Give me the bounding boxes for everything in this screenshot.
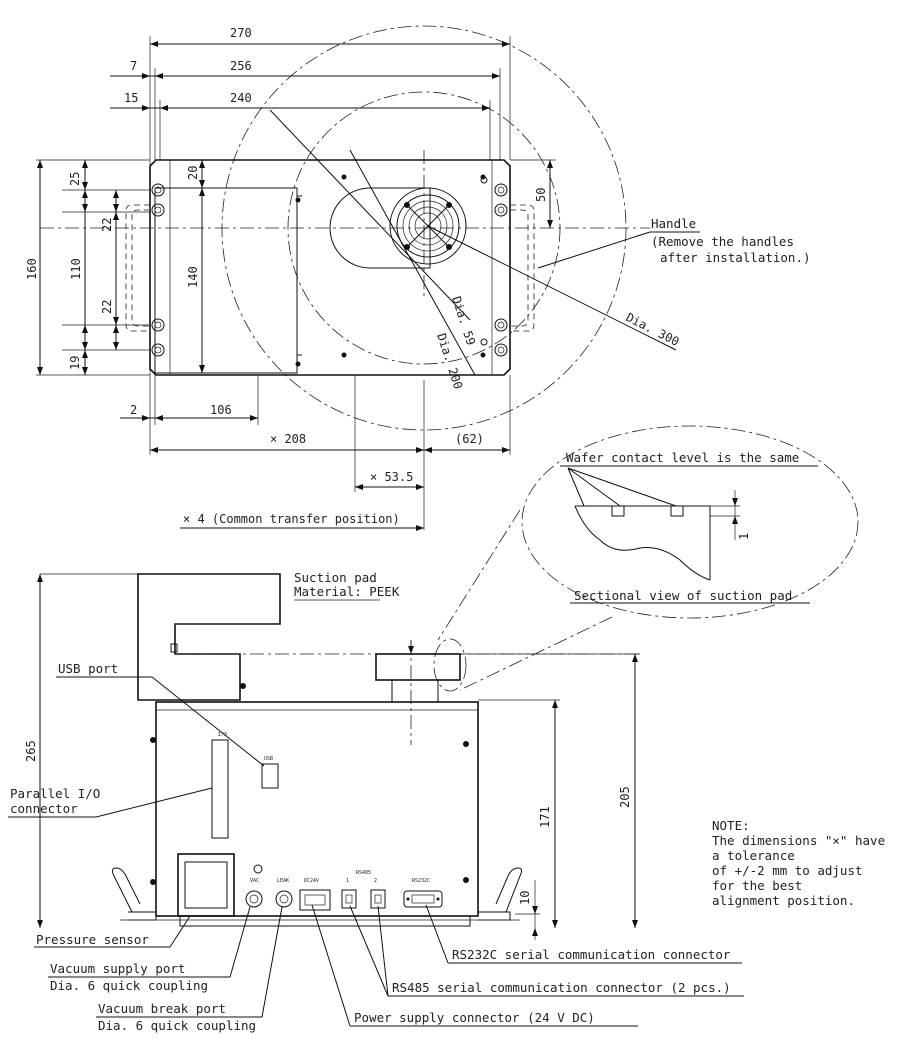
dim-20: 20 <box>186 166 200 180</box>
rs485-marking: RS485 <box>356 870 371 876</box>
handle-label: Handle <box>651 216 696 231</box>
vacuum-break-label: Vacuum break port <box>98 1001 226 1016</box>
top-plate <box>149 159 511 376</box>
dim-53-5: × 53.5 <box>370 470 413 484</box>
dim-19: 19 <box>68 356 82 370</box>
suction-pad-detail: Wafer contact level is the same 1 Sectio… <box>433 425 859 692</box>
dim-110: 110 <box>69 258 83 280</box>
dim-2: 2 <box>130 403 137 417</box>
vacuum-supply-port <box>245 890 263 908</box>
power-supply-label: Power supply connector (24 V DC) <box>354 1010 595 1025</box>
suction-pad <box>375 653 461 681</box>
dim-dia-59: Dia. 59 <box>449 295 478 347</box>
vacuum-break-coupling: Dia. 6 quick coupling <box>98 1018 256 1033</box>
rs485-label: RS485 serial communication connector (2 … <box>392 980 731 995</box>
rs485-connector-2 <box>370 889 386 909</box>
wafer-contact-label: Wafer contact level is the same <box>566 450 799 465</box>
dim-22-top: 22 <box>100 218 114 232</box>
dim-1: 1 <box>737 533 751 540</box>
dim-22-bottom: 22 <box>100 300 114 314</box>
tolerance-note: NOTE: The dimensions "×" have a toleranc… <box>712 818 885 908</box>
vac-marking: VAC <box>250 878 259 884</box>
rs232c-marking: RS232C <box>412 878 430 884</box>
dim-dia-200: Dia. 200 <box>434 332 465 391</box>
inner-housing <box>154 187 298 374</box>
parallel-io-connector <box>211 739 229 839</box>
note-line-2: The dimensions "×" have <box>712 833 885 848</box>
dim-106: 106 <box>210 403 232 417</box>
dim-62: (62) <box>455 432 484 446</box>
leak-marking: LEAK <box>277 878 289 884</box>
dim-140: 140 <box>186 266 200 288</box>
handle-note-line2: after installation.) <box>660 250 811 265</box>
pressure-sensor-label: Pressure sensor <box>36 932 149 947</box>
dim-10: 10 <box>518 891 532 905</box>
rs232c-label: RS232C serial communication connector <box>452 947 731 962</box>
dim-7: 7 <box>130 59 137 73</box>
dim-171: 171 <box>538 806 552 828</box>
usb-marking: USB <box>264 756 273 762</box>
dc24-marking: DC24V <box>304 878 319 884</box>
rs485-connector-1 <box>341 889 357 909</box>
dim-50: 50 <box>534 188 548 202</box>
usb-port <box>261 763 279 789</box>
transfer-arm <box>137 573 281 701</box>
dim-15: 15 <box>124 91 138 105</box>
note-line-1: NOTE: <box>712 818 750 833</box>
vacuum-break-port <box>275 890 293 908</box>
handle-note-line1: (Remove the handles <box>651 234 794 249</box>
dim-208: × 208 <box>270 432 306 446</box>
leader-labels: USB port Parallel I/O connector Pressure… <box>8 661 744 1033</box>
note-line-3: a tolerance <box>712 848 795 863</box>
rs232c-connector <box>403 890 443 908</box>
dim-270: 270 <box>230 26 252 40</box>
rs485-port1-marking: 1 <box>346 878 349 884</box>
handle-right <box>510 204 535 332</box>
vacuum-supply-coupling: Dia. 6 quick coupling <box>50 978 208 993</box>
pressure-sensor <box>177 853 235 917</box>
suction-pad-label: Suction pad <box>294 570 377 585</box>
dim-265: 265 <box>24 740 38 762</box>
note-line-6: alignment position. <box>712 893 855 908</box>
note-line-5: for the best <box>712 878 802 893</box>
parallel-io-label-1: Parallel I/O <box>10 786 100 801</box>
dim-256: 256 <box>230 59 252 73</box>
power-supply-connector <box>299 889 331 911</box>
dim-25: 25 <box>68 172 82 186</box>
usb-port-label: USB port <box>58 661 118 676</box>
suction-chuck <box>389 187 467 265</box>
note-line-4: of +/-2 mm to adjust <box>712 863 863 878</box>
rs485-port2-marking: 2 <box>374 878 377 884</box>
io-marking: I/O <box>218 732 227 738</box>
front-view: 265 205 171 10 Suction pad Material: PEE… <box>24 570 640 940</box>
dim-205: 205 <box>618 786 632 808</box>
dim-240: 240 <box>230 91 252 105</box>
sectional-view-label: Sectional view of suction pad <box>574 588 792 603</box>
parallel-io-label-2: connector <box>10 801 78 816</box>
dim-dia-300: Dia. 300 <box>624 310 682 349</box>
vacuum-supply-label: Vacuum supply port <box>50 961 185 976</box>
dim-common-transfer: × 4 (Common transfer position) <box>183 512 400 526</box>
handle-left <box>125 204 150 332</box>
dim-160: 160 <box>25 258 39 280</box>
material-label: Material: PEEK <box>294 584 400 599</box>
